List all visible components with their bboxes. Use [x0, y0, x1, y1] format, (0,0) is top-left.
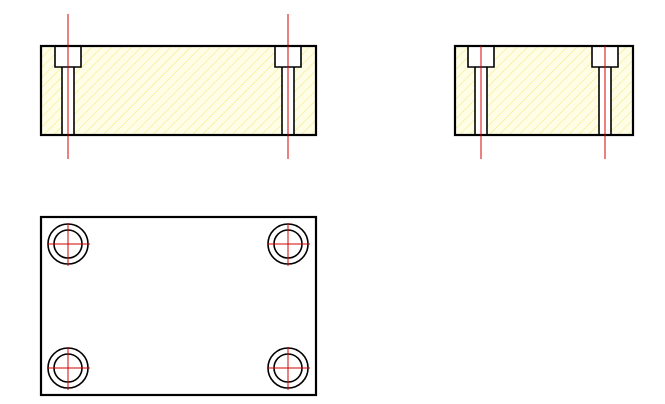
front-section-outline	[39, 44, 318, 137]
front-section-view	[39, 14, 318, 159]
side-section-outline	[453, 44, 635, 137]
top-hole-bottom-right	[267, 347, 310, 390]
top-hole-top-right	[267, 223, 310, 266]
top-view-outline	[39, 215, 318, 397]
top-hole-bottom-left	[47, 347, 90, 390]
top-hole-top-left	[47, 223, 90, 266]
top-view	[39, 215, 318, 397]
side-section-view	[453, 44, 635, 159]
